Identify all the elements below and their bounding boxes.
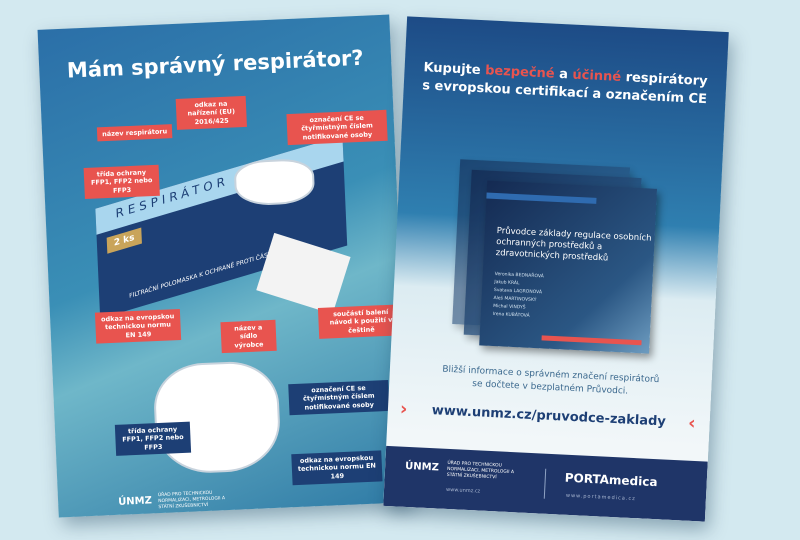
footer: ÚNMZ ÚŘAD PRO TECHNICKOU NORMALIZACI, ME… bbox=[383, 445, 708, 522]
book-authors: Veronika BEDNAŘOVÁ Jakub KRÁL Svatava LA… bbox=[492, 271, 544, 322]
author: Irena KUBÁTOVÁ bbox=[492, 312, 530, 320]
heading: Kupujte bezpečné a účinné respirátory s … bbox=[403, 58, 726, 110]
tag-norm-bottom: odkaz na evropskou technickou normu EN 1… bbox=[291, 450, 383, 486]
heading-safe: bezpečné bbox=[484, 63, 555, 82]
heading-part: respirátory bbox=[620, 69, 708, 90]
heading-part: Kupujte bbox=[423, 60, 486, 79]
unmz-url: www.unmz.cz bbox=[445, 486, 481, 495]
tag-class: třída ochrany FFP1, FFP2 nebo FFP3 bbox=[83, 164, 160, 200]
heading-effective: účinné bbox=[572, 67, 622, 85]
tag-class-bottom: třída ochrany FFP1, FFP2 nebo FFP3 bbox=[114, 421, 192, 457]
poster-title: Mám správný respirátor? bbox=[66, 45, 364, 83]
portamedica-logo: PORTAmedica bbox=[564, 470, 658, 490]
heading-part: a bbox=[554, 66, 573, 83]
portamedica-url: www.portamedica.cz bbox=[565, 492, 636, 503]
unmz-logo: ÚNMZ bbox=[404, 460, 440, 474]
logo-text: ÚŘAD PRO TECHNICKOU NORMALIZACI, METROLO… bbox=[157, 490, 226, 510]
mask-image-bottom bbox=[152, 359, 282, 476]
divider bbox=[543, 468, 547, 499]
info-text: Bližší informace o správném značení resp… bbox=[442, 364, 660, 397]
guide-book-cover: Průvodce základy regulace osobních ochra… bbox=[479, 180, 658, 354]
tag-manufacturer: název a sídlo výrobce bbox=[220, 319, 277, 354]
chevron-left-icon: ‹ bbox=[687, 412, 697, 434]
unmz-logo: ÚNMZ bbox=[117, 495, 153, 508]
right-poster: Kupujte bezpečné a účinné respirátory s … bbox=[383, 16, 729, 522]
tag-ce-bottom: označení CE se čtyřmístným číslem notifi… bbox=[288, 379, 390, 416]
left-poster: Mám správný respirátor? RESPIRÁTOR PEPA … bbox=[37, 14, 411, 518]
tag-ce: označení CE se čtyřmístným číslem notifi… bbox=[286, 109, 388, 146]
cover-red-bar bbox=[541, 335, 642, 346]
tag-norm: odkaz na evropskou technickou normu EN 1… bbox=[94, 308, 182, 344]
tag-name: název respirátoru bbox=[96, 124, 173, 142]
guide-link[interactable]: www.unmz.cz/pruvodce-zaklady bbox=[431, 403, 667, 430]
cover-bar bbox=[486, 192, 597, 204]
tag-regulation: odkaz na nařízení (EU) 2016/425 bbox=[175, 95, 247, 131]
logo-text: ÚŘAD PRO TECHNICKOU NORMALIZACI, METROLO… bbox=[446, 460, 515, 481]
book-title: Průvodce základy regulace osobních ochra… bbox=[495, 226, 652, 264]
box-count: 2 ks bbox=[106, 227, 142, 254]
